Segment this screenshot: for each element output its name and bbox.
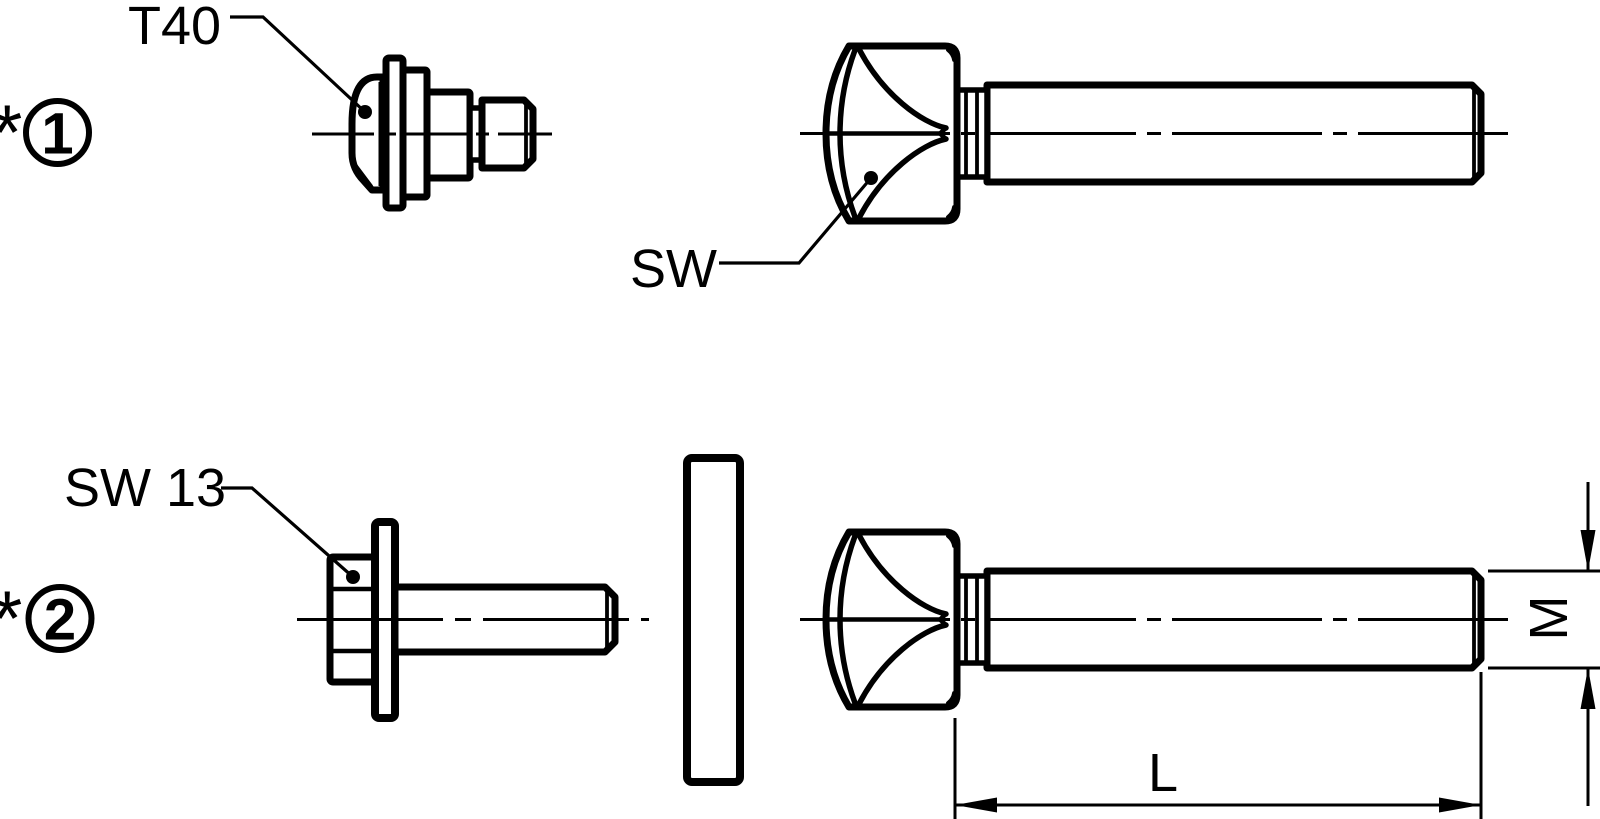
item1-marker: * 1 [0, 88, 92, 176]
t40-leader-line [230, 15, 367, 114]
callout-sw13: SW 13 [64, 458, 360, 584]
t40-label: T40 [128, 0, 221, 56]
hex-bolt-item1 [800, 46, 1514, 221]
t40-leader-dot [358, 105, 372, 119]
item2-asterisk: * [0, 574, 22, 662]
callout-t40: T40 [128, 0, 372, 119]
torx-screw [312, 54, 552, 212]
sw-leader-line [719, 176, 873, 265]
m-arrow-up [1580, 668, 1596, 709]
m-arrow-down [1580, 530, 1596, 571]
l-label: L [1148, 743, 1178, 803]
l-arrow-right [1439, 797, 1481, 813]
callout-sw: SW [630, 171, 878, 299]
sw13-leader-line [221, 486, 355, 579]
item1-circle [23, 98, 92, 167]
flange-bolt [297, 518, 649, 722]
item2-row: * 2 SW 13 [0, 454, 1600, 819]
dimension-l: L [953, 672, 1483, 819]
sw-leader-dot [864, 171, 878, 185]
item1-row: * 1 T40 [0, 0, 1514, 299]
hex-bolt-item2 [800, 532, 1514, 707]
item2-number: 2 [44, 588, 76, 653]
sw-label: SW [630, 239, 717, 299]
dimension-m: M [1488, 482, 1600, 806]
sw13-label: SW 13 [64, 458, 226, 518]
sw13-leader-dot [346, 570, 360, 584]
l-arrow-left [955, 797, 997, 813]
item2-marker: * 2 [0, 574, 95, 662]
spacer-plate [683, 454, 744, 786]
m-label: M [1519, 596, 1579, 641]
item1-number: 1 [41, 102, 73, 167]
item1-asterisk: * [0, 88, 22, 176]
item2-circle [25, 584, 95, 653]
